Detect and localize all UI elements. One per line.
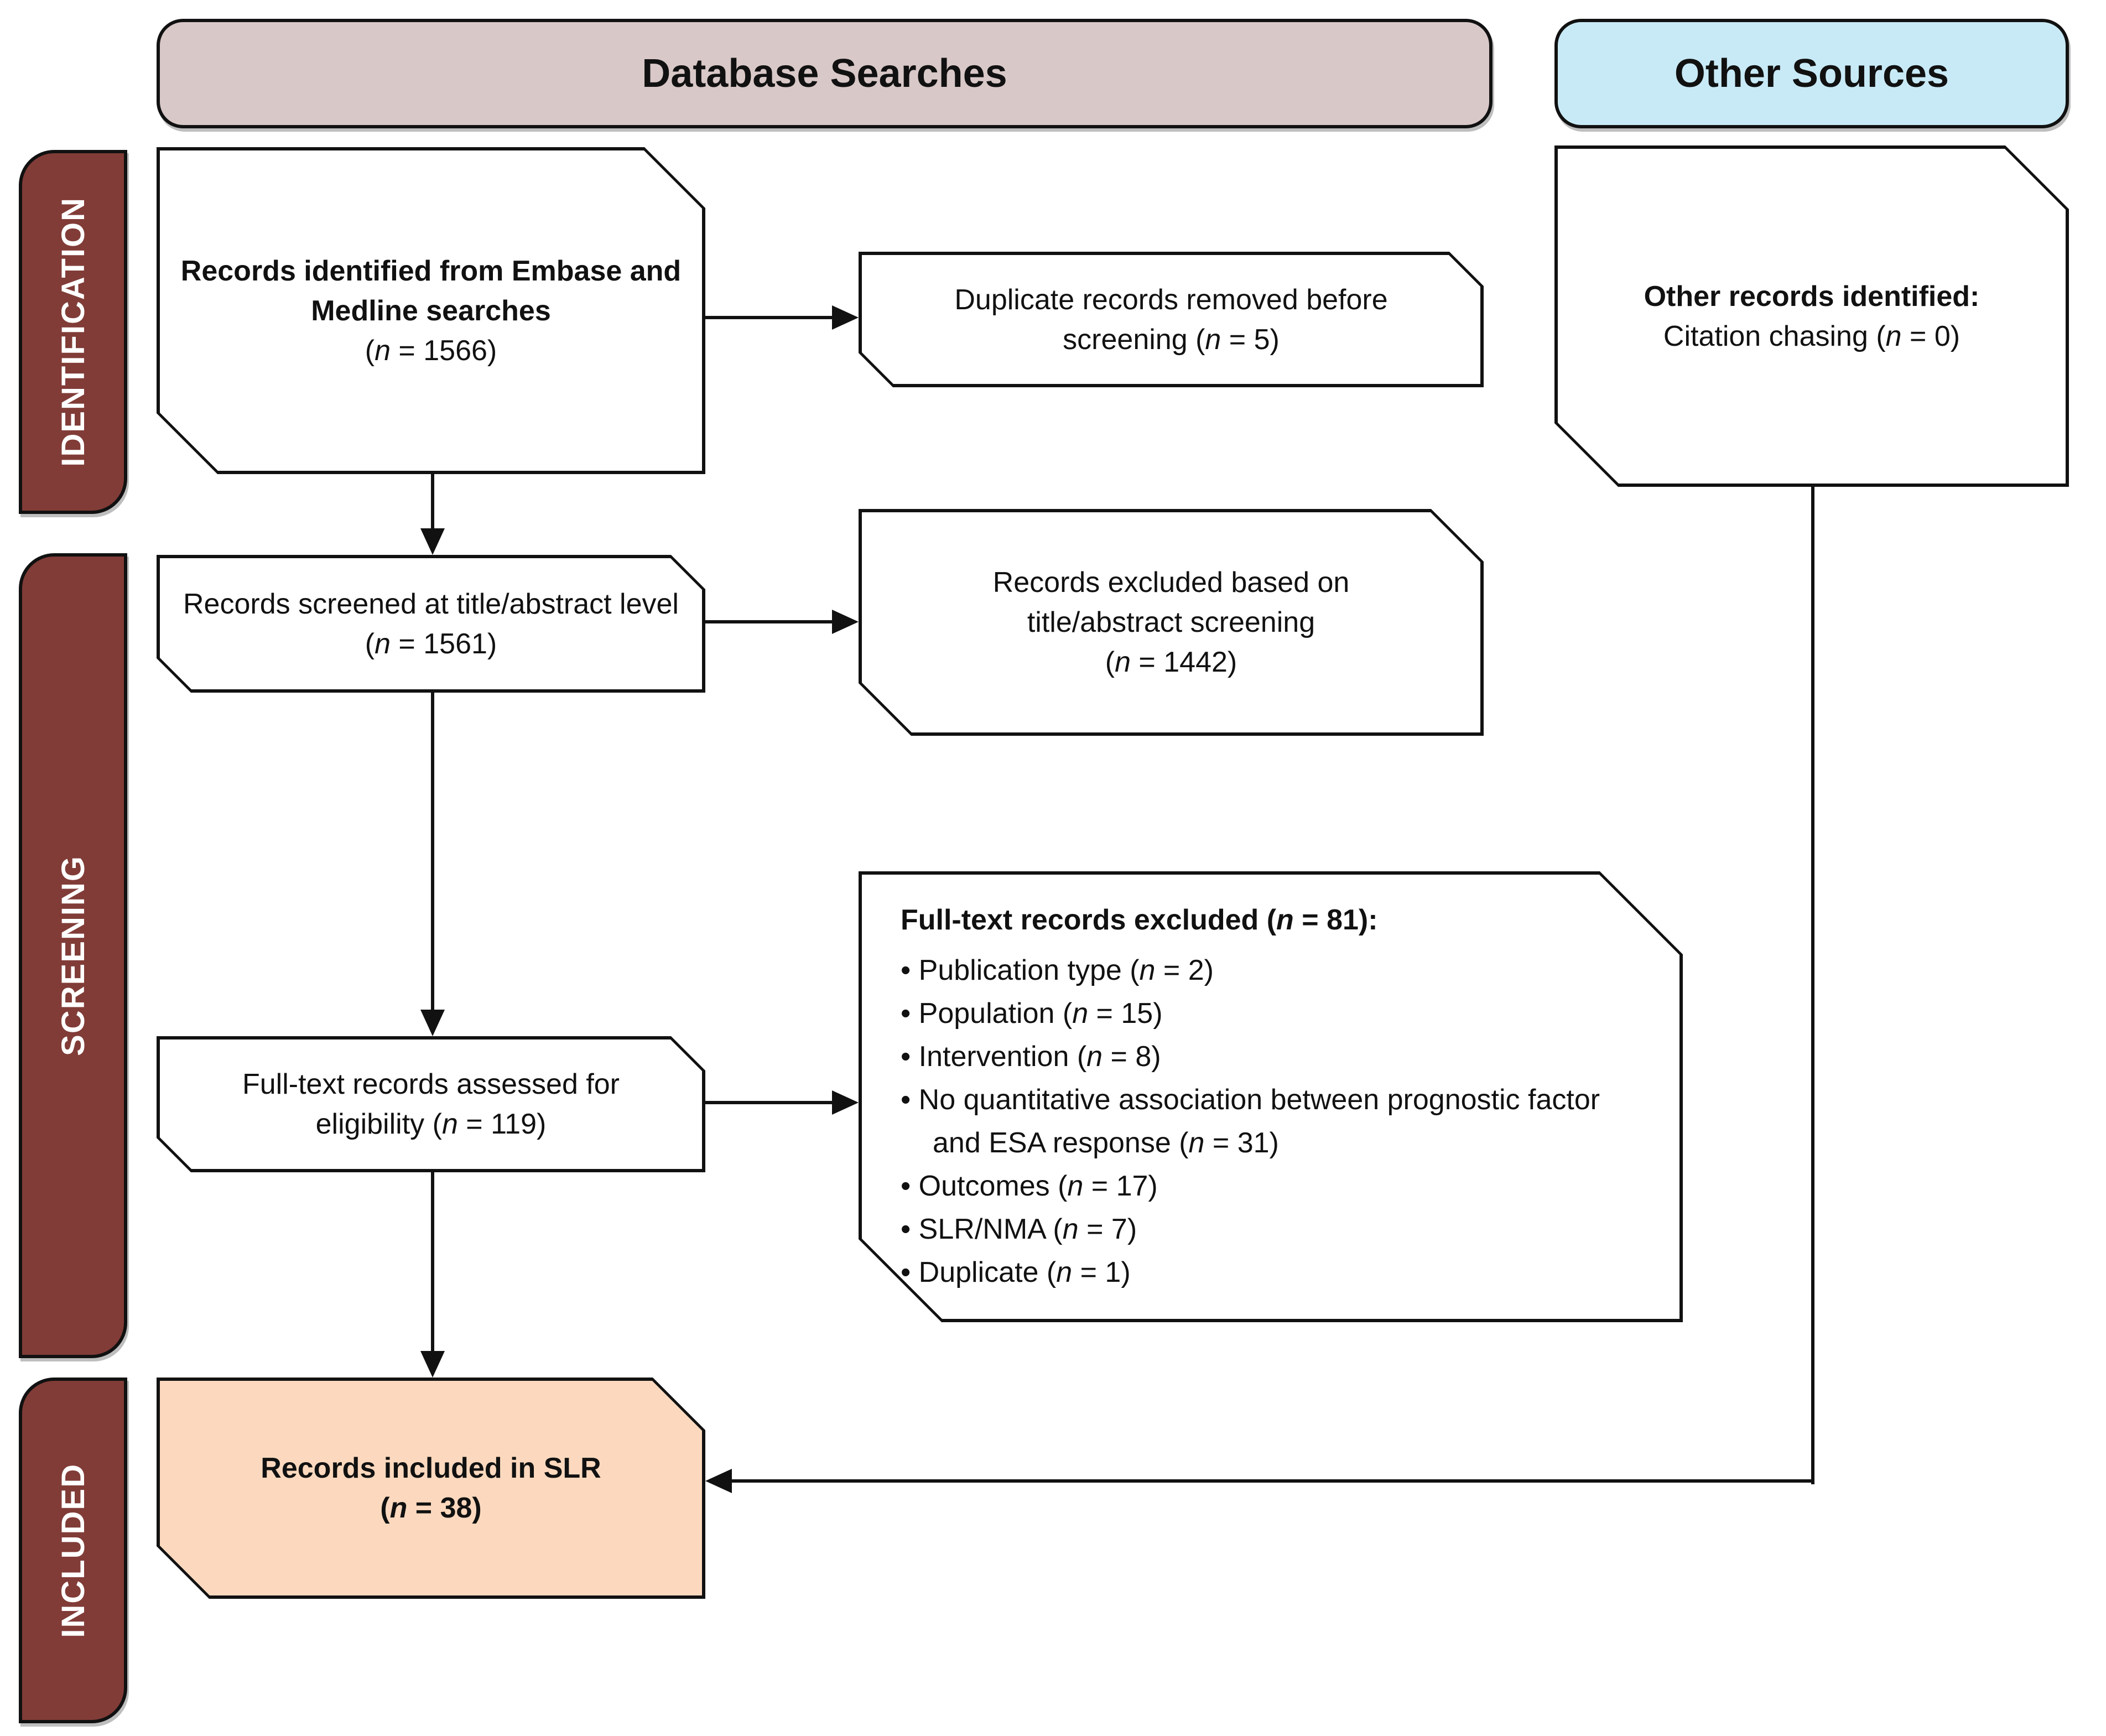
fulltext-excluded-reason-list: Publication type (n = 2) Population (n =… — [901, 949, 1641, 1294]
box-records-identified-count: (n = 1566) — [365, 334, 497, 367]
stage-included-label: INCLUDED — [55, 1463, 91, 1638]
box-other-records-text: Citation chasing (n = 0) — [1663, 320, 1961, 352]
box-records-identified-title: Records identified from Embase and Medli… — [180, 254, 682, 327]
connector-screened-to-excluded-arrowhead — [832, 610, 859, 634]
stage-screening: SCREENING — [19, 553, 127, 1358]
box-records-excluded-text: Records excluded based on title/abstract… — [992, 566, 1350, 638]
connector-screened-to-fulltext-arrowhead — [420, 1010, 445, 1036]
connector-fulltext-to-included-arrowhead — [420, 1351, 445, 1378]
fulltext-excluded-reason: Outcomes (n = 17) — [901, 1165, 1641, 1208]
fulltext-excluded-reason: SLR/NMA (n = 7) — [901, 1208, 1641, 1251]
connector-fulltext-to-included-line — [431, 1172, 434, 1352]
connector-identified-to-duplicates-line — [705, 316, 833, 319]
connector-identified-to-duplicates-arrowhead — [832, 305, 859, 330]
fulltext-excluded-reason: Publication type (n = 2) — [901, 949, 1641, 992]
connector-other-sources-vertical-line — [1811, 487, 1814, 1484]
box-records-excluded-title-abstract: Records excluded based on title/abstract… — [859, 509, 1484, 736]
stage-identification: IDENTIFICATION — [19, 150, 127, 514]
connector-fulltext-to-excluded-line — [705, 1101, 833, 1104]
box-other-records: Other records identified: Citation chasi… — [1554, 145, 2069, 487]
header-other-sources: Other Sources — [1554, 19, 2069, 128]
connector-identified-to-screened-arrowhead — [420, 528, 445, 555]
box-included-slr-count: (n = 38) — [380, 1492, 482, 1524]
stage-included: INCLUDED — [19, 1378, 127, 1723]
box-included-slr: Records included in SLR (n = 38) — [157, 1378, 705, 1599]
stage-screening-label: SCREENING — [55, 855, 91, 1056]
connector-fulltext-to-excluded-arrowhead — [832, 1090, 859, 1115]
header-database-searches-label: Database Searches — [642, 51, 1007, 96]
box-records-identified: Records identified from Embase and Medli… — [157, 147, 705, 474]
box-duplicates-removed: Duplicate records removed before screeni… — [859, 252, 1484, 387]
fulltext-excluded-reason: Intervention (n = 8) — [901, 1035, 1641, 1078]
box-fulltext-assessed-text: Full-text records assessed for eligibili… — [242, 1068, 620, 1140]
box-other-records-title: Other records identified: — [1644, 280, 1980, 313]
connector-other-sources-horizontal-line — [732, 1479, 1814, 1483]
box-fulltext-excluded-title: Full-text records excluded (n = 81): — [901, 903, 1378, 936]
connector-identified-to-screened-line — [431, 474, 434, 529]
box-included-slr-title: Records included in SLR — [261, 1452, 601, 1484]
fulltext-excluded-reason: Population (n = 15) — [901, 992, 1641, 1035]
stage-identification-label: IDENTIFICATION — [55, 197, 91, 467]
header-database-searches: Database Searches — [157, 19, 1493, 128]
box-records-screened-text: Records screened at title/abstract level… — [183, 588, 679, 660]
fulltext-excluded-reason: Duplicate (n = 1) — [901, 1251, 1641, 1294]
header-other-sources-label: Other Sources — [1674, 51, 1949, 96]
box-records-excluded-count: (n = 1442) — [1105, 646, 1237, 678]
box-duplicates-removed-text: Duplicate records removed before screeni… — [954, 283, 1388, 356]
box-fulltext-assessed: Full-text records assessed for eligibili… — [157, 1036, 705, 1172]
connector-other-sources-arrowhead — [705, 1469, 732, 1493]
box-records-screened: Records screened at title/abstract level… — [157, 555, 705, 693]
connector-screened-to-fulltext-line — [431, 693, 434, 1011]
connector-screened-to-excluded-line — [705, 620, 833, 623]
fulltext-excluded-reason: No quantitative association between prog… — [901, 1078, 1641, 1165]
box-fulltext-excluded: Full-text records excluded (n = 81): Pub… — [859, 871, 1683, 1322]
